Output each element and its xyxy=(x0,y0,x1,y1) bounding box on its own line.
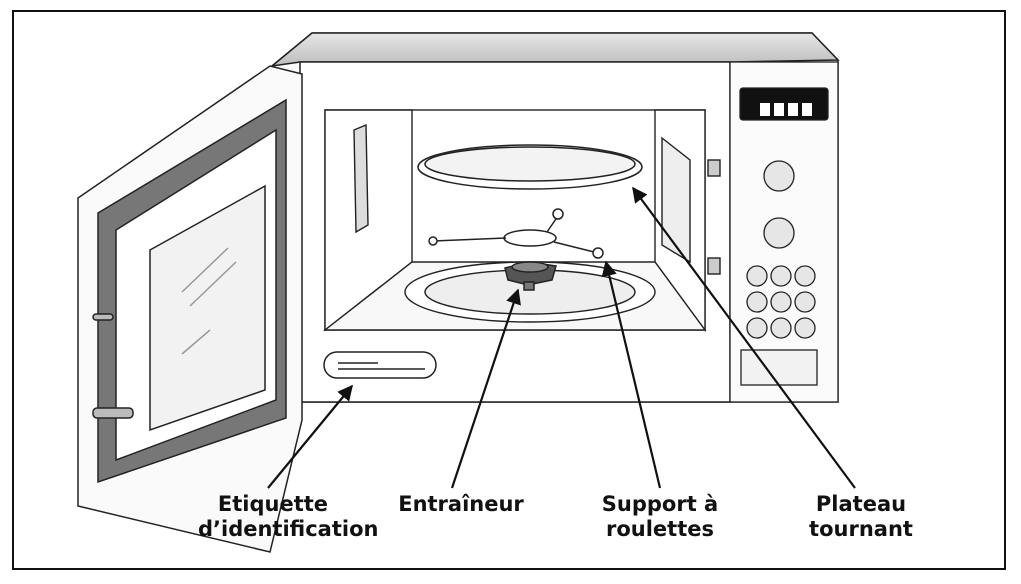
oven-door xyxy=(77,65,303,553)
label-identification-line2: d’identification xyxy=(198,517,379,541)
label-roller-line2: roulettes xyxy=(606,517,714,541)
display-digits xyxy=(760,103,812,116)
label-identification: Etiquette d’identification xyxy=(198,492,379,542)
identification-label-plate xyxy=(323,351,437,379)
label-turntable: Plateau tournant xyxy=(806,492,916,542)
turntable-plate xyxy=(417,144,643,190)
oven-cavity xyxy=(322,109,721,333)
arrow-turntable xyxy=(632,186,856,489)
dial-button-power xyxy=(763,160,795,192)
keypad-buttons xyxy=(746,265,816,339)
coupler xyxy=(504,261,557,291)
control-panel-plate xyxy=(740,349,818,386)
label-identification-line1: Etiquette xyxy=(217,492,329,516)
leader-arrows xyxy=(267,186,856,489)
waveguide-cover xyxy=(353,123,369,234)
dial-button-start xyxy=(763,217,795,249)
label-coupler: Entraîneur xyxy=(396,492,526,517)
label-roller-line1: Support à xyxy=(601,492,719,516)
roller-ring xyxy=(428,208,604,259)
label-roller-ring: Support à roulettes xyxy=(600,492,720,542)
door-window xyxy=(149,184,266,432)
arrow-coupler xyxy=(450,288,521,489)
label-turntable-line2: tournant xyxy=(809,517,913,541)
arrow-roller-ring xyxy=(601,260,662,489)
control-panel xyxy=(729,61,839,403)
arrow-identification xyxy=(267,384,353,489)
label-coupler-text: Entraîneur xyxy=(398,492,524,516)
label-turntable-line1: Plateau xyxy=(815,492,907,516)
